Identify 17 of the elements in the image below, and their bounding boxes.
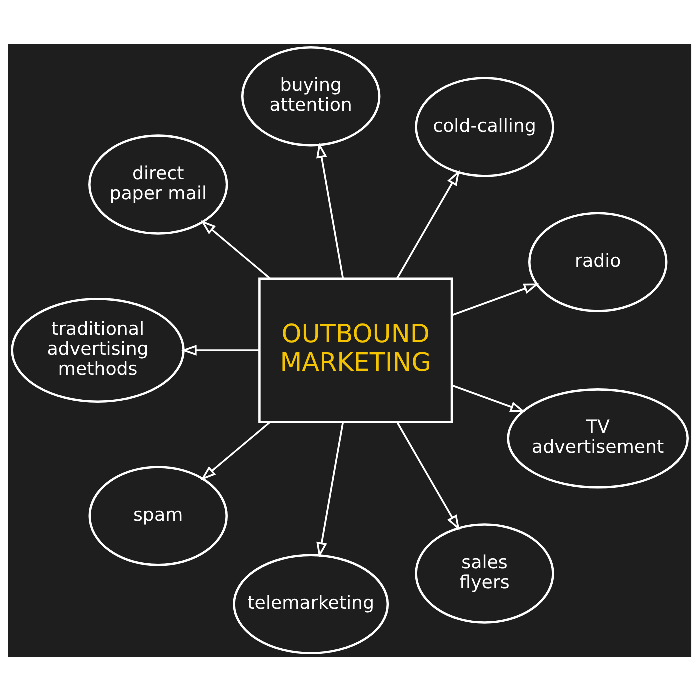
arrow [396, 170, 460, 279]
node-ellipse: cold-calling [415, 76, 554, 177]
arrow [316, 142, 344, 278]
node-ellipse: radio [528, 212, 668, 312]
node-ellipse: buying attention [241, 46, 381, 146]
arrow [452, 283, 540, 316]
arrow [452, 384, 526, 412]
arrow [396, 421, 460, 530]
node-ellipse: sales flyers [415, 523, 554, 624]
node-ellipse: traditional advertising methods [11, 298, 185, 402]
arrow [316, 422, 344, 558]
arrow [200, 421, 271, 480]
node-box: OUTBOUND MARKETING [258, 277, 454, 423]
arrow [200, 220, 271, 279]
node-ellipse: telemarketing [233, 554, 390, 654]
arrow [181, 344, 260, 356]
node-ellipse: TV advertisement [507, 388, 690, 488]
